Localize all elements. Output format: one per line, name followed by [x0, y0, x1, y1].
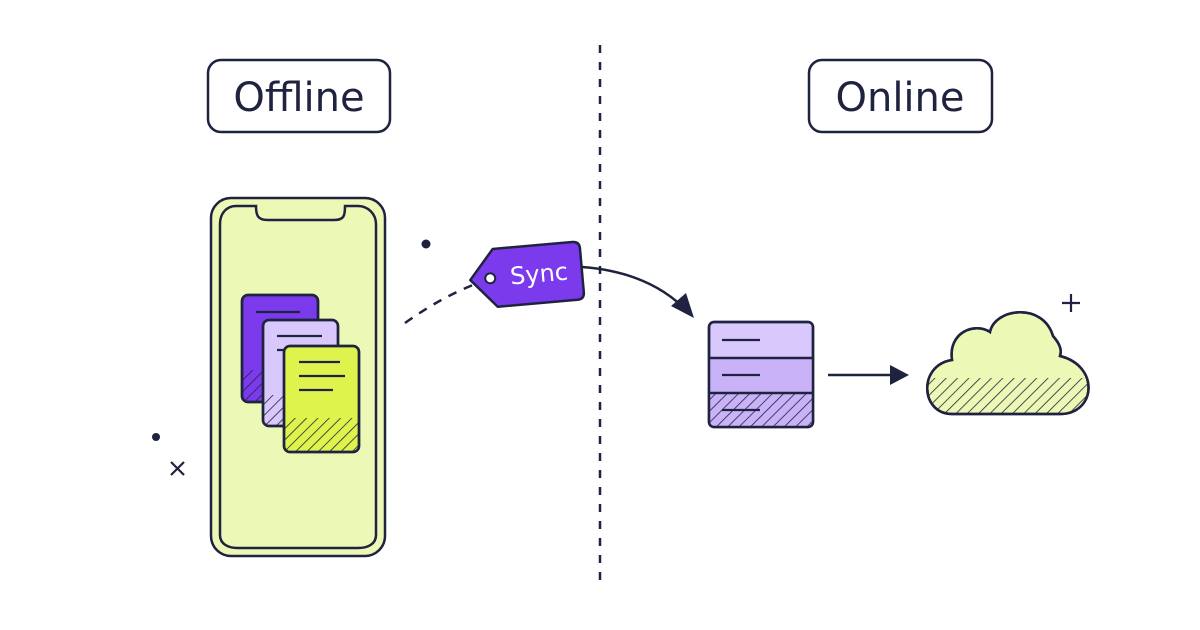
sync-arrow	[581, 265, 694, 318]
document-stack-icon	[240, 293, 361, 454]
close-icon	[170, 461, 185, 476]
offline-sync-path	[404, 283, 474, 325]
decor-dot-left	[152, 433, 160, 441]
sync-tag-label: Sync	[509, 258, 569, 291]
cloud-icon	[926, 311, 1090, 416]
decor-dot-top	[421, 239, 431, 249]
upload-arrow	[828, 365, 909, 385]
online-label-text: Online	[835, 75, 964, 121]
sync-tag-icon: Sync	[469, 240, 586, 309]
server-stack-icon	[707, 320, 815, 429]
offline-label-text: Offline	[233, 75, 364, 121]
plus-icon	[1062, 294, 1080, 312]
document-front	[282, 344, 361, 454]
online-label: Online	[807, 58, 994, 134]
offline-label: Offline	[206, 58, 392, 134]
